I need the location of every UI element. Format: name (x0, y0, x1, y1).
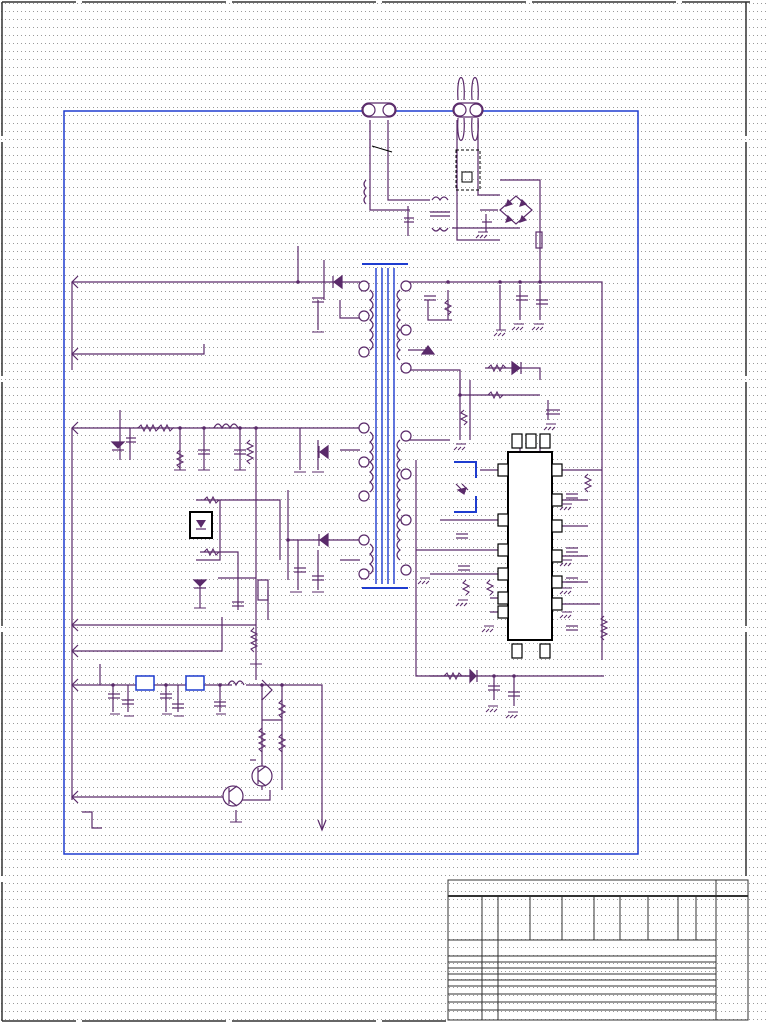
emi-choke (363, 179, 450, 236)
ground-symbols (110, 231, 572, 823)
inductors (213, 423, 245, 687)
resistors (137, 299, 609, 753)
transistors (222, 579, 273, 807)
optocoupler (189, 461, 477, 539)
junctions (111, 280, 542, 687)
capacitors (108, 295, 578, 709)
filter-blocks (135, 675, 205, 691)
flyback-transformer (358, 263, 412, 589)
pwm-controller-ic (497, 433, 563, 659)
sheet-frame (1, 1, 750, 1022)
ac-input-connector (361, 77, 484, 141)
schematic-border (63, 110, 639, 855)
fuse (371, 145, 481, 191)
bridge-rectifier (482, 195, 543, 249)
output-arrows (71, 275, 79, 804)
title-block (447, 879, 749, 1021)
wiring (71, 120, 604, 832)
output-diodes (110, 274, 522, 684)
